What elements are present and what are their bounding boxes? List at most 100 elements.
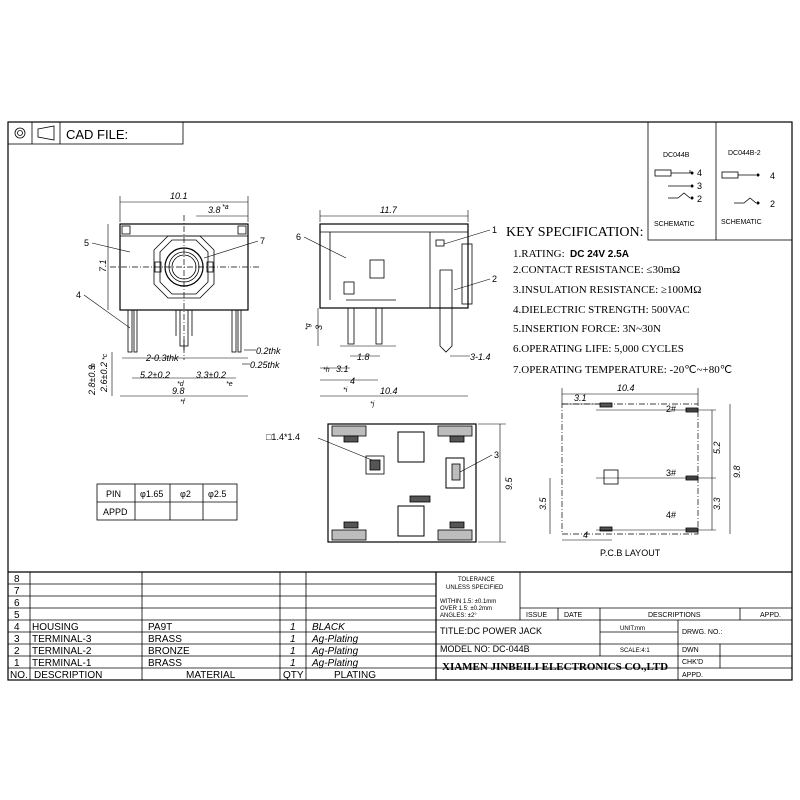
bom-row-3-plating: Ag-Plating — [311, 634, 359, 645]
front-view: 10.1 3.8 *a 7.1 5 7 4 *b 2.8±0.3 *c 2.6±… — [76, 191, 281, 406]
dim-pcb-h4: 3.5 — [538, 496, 548, 510]
dim-pcb-h3: 3.3 — [712, 497, 722, 510]
bom-row-1-material: BRASS — [148, 658, 182, 669]
dim-front-height: 7.1 — [98, 259, 108, 272]
projection-symbol-icon — [14, 125, 55, 141]
key-spec-item-6: 6.OPERATING LIFE: 5,000 CYCLES — [513, 343, 684, 355]
dim-front-d-tag: *d — [177, 381, 185, 388]
dim-front-a: 3.8 — [208, 205, 221, 215]
side-view: 11.7 6 1 2 *g 3 1.8 3-1.4 *h 3.1 4 *i 10… — [296, 205, 497, 408]
drwg-no: DRWG. NO.: — [682, 629, 722, 636]
appd-label-2: APPD. — [682, 672, 703, 679]
key-spec-item-4: 4.DIELECTRIC STRENGTH: 500VAC — [513, 304, 690, 316]
key-spec-rating-prefix: 1.RATING: — [513, 248, 565, 260]
dim-side-h-tag: *h — [323, 367, 330, 374]
bom-row-3-material: BRASS — [148, 634, 182, 645]
bom-row-2-desc: TERMINAL-2 — [32, 646, 92, 657]
dim-side-length: 11.7 — [380, 205, 398, 215]
pin-table-header-pin: PIN — [106, 489, 121, 499]
schematic-left-symbol-icon — [654, 169, 694, 200]
tolerance-line-1: WITHIN 1.5: ±0.1mm — [440, 599, 496, 605]
title-text: TITLE:DC POWER JACK — [440, 626, 542, 636]
pcb-pin-3: 3# — [666, 468, 676, 478]
schematic-left-pin-3: 3 — [697, 181, 702, 191]
bom-row-6-no: 6 — [14, 598, 20, 609]
key-spec-title: KEY SPECIFICATION: — [506, 225, 644, 240]
bom-row-4-qty: 1 — [290, 622, 296, 633]
bom-table: 8 7 6 5 4 HOUSING PA9T 1 BLACK 3 TERMINA… — [8, 571, 792, 681]
bom-row-2-no: 2 — [14, 646, 20, 657]
dim-front-b-tag: *b — [90, 363, 97, 370]
dim-bottom-height: 9.5 — [504, 476, 514, 490]
bom-row-4-no: 4 — [14, 622, 20, 633]
dim-thk-2: 0.25thk — [250, 360, 280, 370]
callout-2: 2 — [492, 274, 497, 284]
bom-row-1-plating: Ag-Plating — [311, 658, 359, 669]
key-spec-item-2: 2.CONTACT RESISTANCE: ≤30mΩ — [513, 264, 680, 276]
dwn-label: DWN — [682, 647, 699, 654]
bom-row-4-material: PA9T — [148, 622, 172, 633]
dim-front-c: 2.6±0.2 — [99, 362, 109, 393]
pin-table-header-25: φ2.5 — [208, 489, 226, 499]
dim-pcb-bottom: 4 — [583, 530, 588, 540]
pcb-layout-title: P.C.B LAYOUT — [600, 548, 661, 558]
bom-row-8-no: 8 — [14, 574, 20, 585]
bom-header-material: MATERIAL — [186, 670, 236, 681]
bom-row-4-desc: HOUSING — [32, 622, 79, 633]
dim-front-d: 5.2±0.2 — [140, 370, 170, 380]
dim-front-e-tag: *e — [226, 381, 233, 388]
rev-date: DATE — [564, 612, 582, 619]
tolerance-line-2: OVER 1.5: ±0.2mm — [440, 606, 492, 612]
bom-header-qty: QTY — [283, 670, 304, 681]
pcb-layout: 10.4 3.1 2# 3# 4# 5.2 3.3 9.8 3.5 4 P.C.… — [538, 383, 742, 558]
dim-side-j: 10.4 — [380, 386, 398, 396]
tolerance-line-3: ANGLES: ±2° — [440, 613, 477, 619]
bom-row-1-desc: TERMINAL-1 — [32, 658, 92, 669]
dim-front-width: 10.1 — [170, 191, 188, 201]
rev-descriptions: DESCRIPTIONS — [648, 612, 701, 619]
schematic-right-symbol-icon — [721, 171, 760, 205]
dim-side-g-tag: *g — [305, 323, 312, 330]
bom-header-plating: PLATING — [334, 670, 376, 681]
scale-text: SCALE:4:1 — [620, 648, 650, 654]
cad-header: CAD FILE: — [7, 121, 184, 145]
dim-pin-spacing: 2-0.3thk — [145, 353, 179, 363]
callout-5: 5 — [84, 238, 89, 248]
schematic-left-caption: SCHEMATIC — [654, 221, 695, 228]
callout-6: 6 — [296, 232, 301, 242]
callout-1: 1 — [492, 225, 497, 235]
pcb-pin-2: 2# — [666, 404, 676, 414]
key-spec-item-7: 7.OPERATING TEMPERATURE: -20℃~+80℃ — [513, 364, 732, 376]
pin-table-header-2: φ2 — [180, 489, 191, 499]
pin-table-header-165: φ1.65 — [140, 489, 163, 499]
company-name: XIAMEN JINBEILI ELECTRONICS CO.,LTD — [442, 661, 668, 673]
bom-row-2-material: BRONZE — [148, 646, 190, 657]
dim-front-b: 2.8±0.3 — [87, 365, 97, 396]
bottom-view: □1.4*1.4 3 9.5 — [266, 423, 514, 543]
rev-appd: APPD. — [760, 612, 781, 619]
dim-front-f: 9.8 — [172, 386, 185, 396]
pcb-pin-4: 4# — [666, 510, 676, 520]
callout-4: 4 — [76, 290, 81, 300]
dim-pcb-h2: 9.8 — [732, 465, 742, 478]
dim-front-a-tag: *a — [222, 204, 229, 211]
bom-header-desc: DESCRIPTION — [34, 670, 102, 681]
schematic-panel: DC044B 4 3 2 SCHEMATIC DC044B-2 4 2 SCHE… — [647, 121, 793, 241]
dim-pcb-left: 3.1 — [574, 393, 587, 403]
key-spec-item-3: 3.INSULATION RESISTANCE: ≥100MΩ — [513, 284, 701, 296]
schematic-right-pin-4: 4 — [770, 171, 775, 181]
bom-row-1-qty: 1 — [290, 658, 296, 669]
bom-row-5-no: 5 — [14, 610, 20, 621]
chkd-label: CHK'D — [682, 659, 703, 666]
bom-row-3-no: 3 — [14, 634, 20, 645]
bom-row-4-plating: BLACK — [312, 622, 346, 633]
model-no: MODEL NO: DC-044B — [440, 644, 530, 654]
dim-side-h: 3.1 — [336, 364, 349, 374]
schematic-left-pin-4: 4 — [697, 168, 702, 178]
dim-side-pin-len: 3-1.4 — [470, 352, 491, 362]
bom-header-no: NO. — [10, 670, 28, 681]
dim-pcb-width: 10.4 — [617, 383, 635, 393]
dim-thk-1: 0.2thk — [256, 346, 281, 356]
callout-3: 3 — [494, 450, 499, 460]
dim-side-j-tag: *j — [370, 401, 375, 408]
